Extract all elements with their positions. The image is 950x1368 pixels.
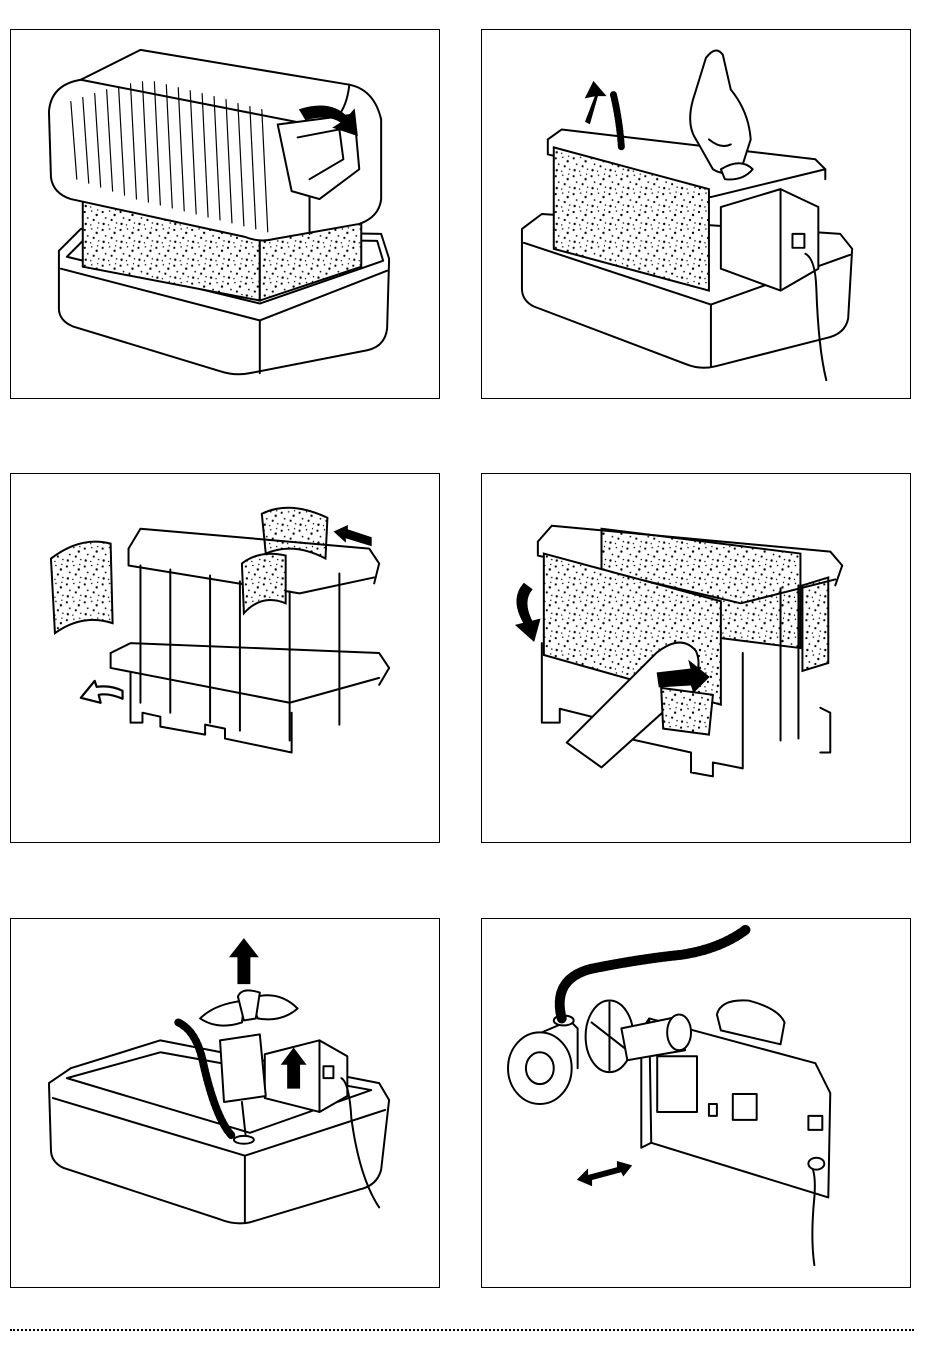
up-arrow-icon — [586, 82, 606, 124]
filter-frame-mats-illustration — [11, 474, 439, 842]
rotate-arrow-icon — [516, 583, 540, 641]
remove-cover-illustration — [11, 30, 439, 398]
insert-filter-mat-illustration — [482, 474, 910, 842]
lift-filter-frame-illustration — [482, 30, 910, 398]
panel-lift-frame — [481, 29, 911, 399]
panel-remove-cover — [10, 29, 440, 399]
panel-insert-mat — [481, 473, 911, 843]
panel-motor-unit — [481, 918, 911, 1288]
outline-arrow-icon — [81, 681, 123, 703]
panel-filter-mats — [10, 473, 440, 843]
remove-fan-illustration — [11, 919, 439, 1287]
insert-arrow-icon — [334, 526, 371, 546]
up-arrow-icon — [230, 939, 258, 984]
panel-remove-fan — [10, 918, 440, 1288]
hand-icon — [690, 51, 751, 174]
dotted-separator — [10, 1329, 914, 1331]
double-arrow-icon — [578, 1162, 632, 1186]
motor-unit-illustration — [482, 919, 910, 1287]
